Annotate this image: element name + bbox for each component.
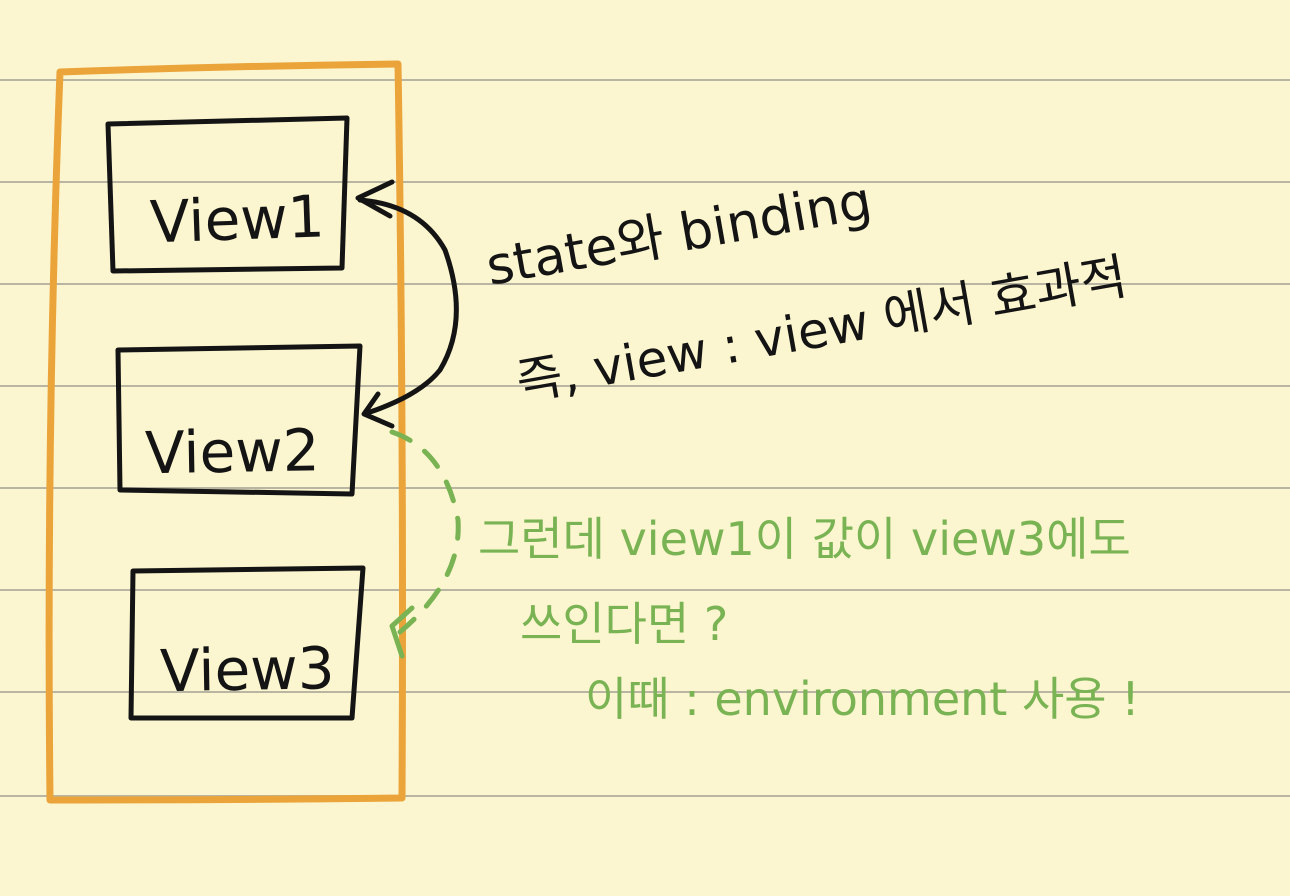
binding-arrowhead-top xyxy=(355,179,395,219)
binding-arrow xyxy=(357,197,459,415)
view1-label: View1 xyxy=(149,182,326,256)
note-question: 그런데 view1이 값이 view3에도 xyxy=(478,512,1131,566)
environment-arrow xyxy=(389,429,461,635)
note-question-cont: 쓰인다면 ? xyxy=(520,597,728,651)
container-outline xyxy=(45,60,406,804)
environment-arrowhead xyxy=(389,605,415,659)
view1-box xyxy=(105,115,350,274)
binding-arrowhead-bottom xyxy=(361,391,395,429)
view3-label: View3 xyxy=(159,634,335,705)
ruled-lines xyxy=(0,79,1290,797)
view2-label: View2 xyxy=(144,416,320,487)
note-state-binding: state와 binding xyxy=(482,171,876,298)
note-answer: 이때 : environment 사용 ! xyxy=(585,672,1140,726)
view2-box xyxy=(115,343,363,497)
view3-box xyxy=(128,565,366,721)
